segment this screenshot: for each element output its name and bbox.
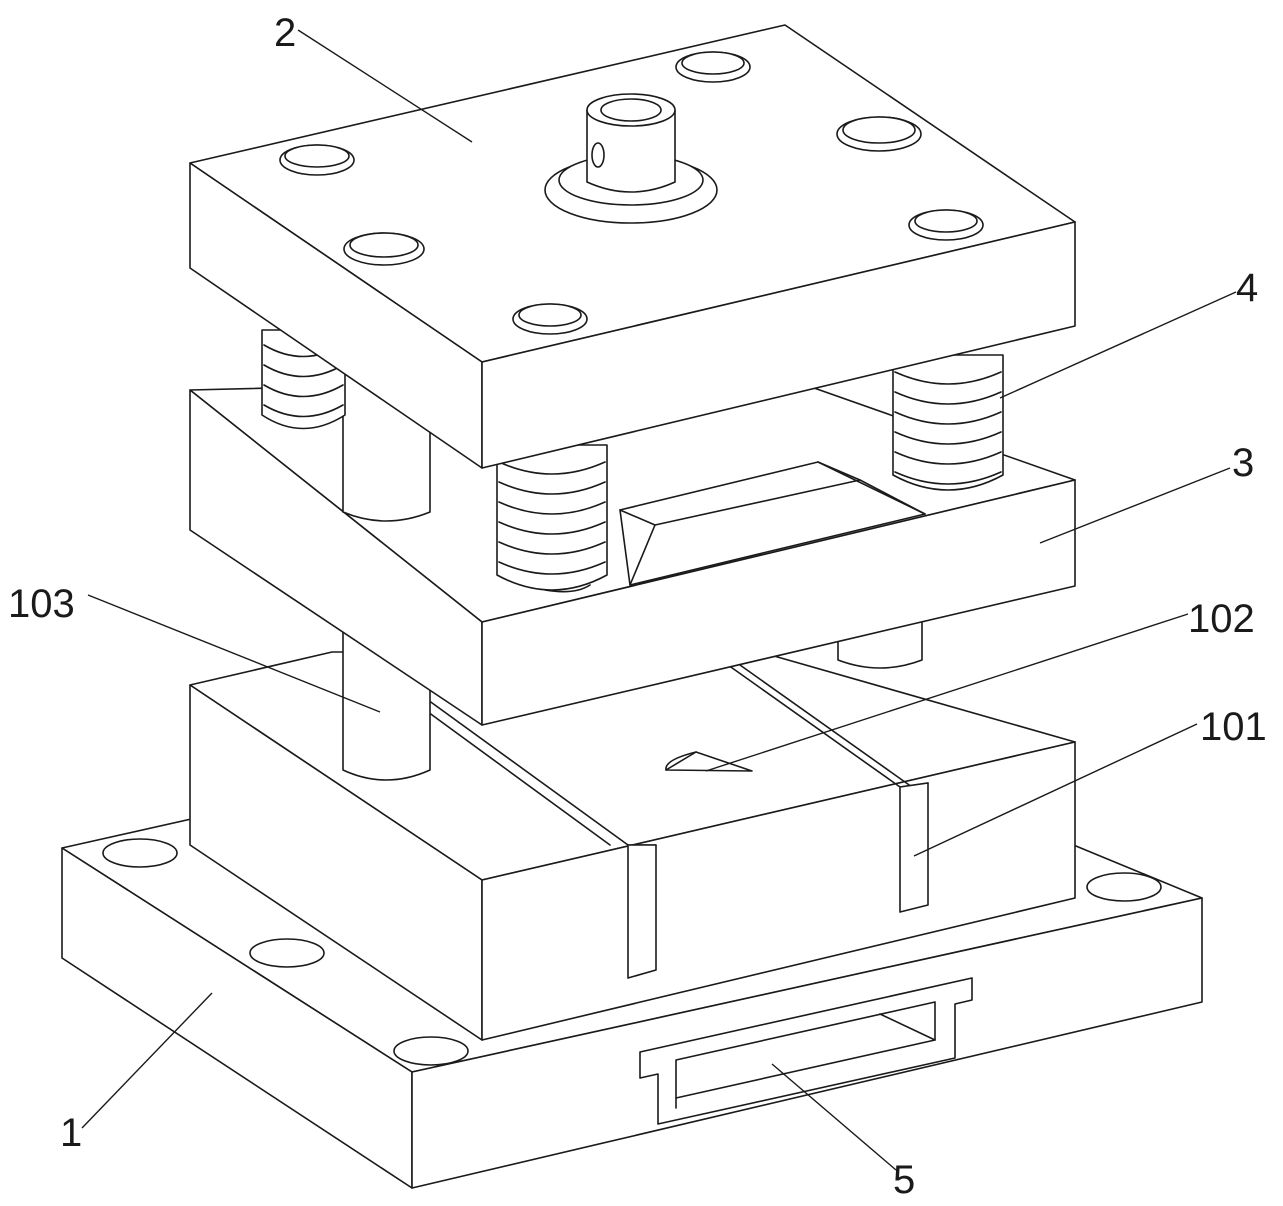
bolt-head (512, 303, 588, 335)
upper-plate (189, 24, 1076, 469)
leader-102 (705, 613, 1189, 772)
lower-die-groove-slot (627, 844, 657, 979)
die-shank (544, 93, 718, 224)
leader-2 (297, 29, 473, 143)
base-bolt-hole (1086, 872, 1162, 902)
base-bolt-hole (102, 838, 178, 868)
bolt-head (836, 116, 922, 152)
middle-plate (189, 375, 1076, 726)
bolt-head (343, 232, 425, 266)
base-bolt-hole (393, 1036, 469, 1066)
callout-1: 1 (60, 1111, 82, 1155)
callout-5: 5 (893, 1158, 915, 1202)
base-bolt-hole (249, 938, 325, 968)
leader-3 (1039, 467, 1231, 544)
leader-103 (87, 594, 381, 713)
bolt-head (279, 144, 355, 176)
leader-101 (913, 723, 1198, 857)
upper-plate-front-face (481, 221, 1076, 469)
spring-front (496, 444, 608, 593)
forming-groove-101-slot (899, 782, 929, 913)
callout-2: 2 (274, 11, 296, 55)
callout-4: 4 (1236, 266, 1258, 310)
callouts: 2 4 3 103 102 101 1 5 (8, 11, 1267, 1202)
spring-4 (892, 354, 1004, 491)
callout-102: 102 (1188, 597, 1255, 641)
callout-103: 103 (8, 582, 75, 626)
leader-lines (81, 29, 1237, 1171)
bolt-head (675, 51, 751, 83)
callout-101: 101 (1200, 705, 1267, 749)
leader-4 (999, 291, 1237, 399)
leader-5 (771, 1063, 897, 1171)
middle-plate-front-face (481, 479, 1076, 726)
bolt-head (908, 209, 984, 241)
t-slot-channel (639, 977, 973, 1125)
leader-1 (81, 992, 213, 1129)
callout-3: 3 (1232, 441, 1254, 485)
